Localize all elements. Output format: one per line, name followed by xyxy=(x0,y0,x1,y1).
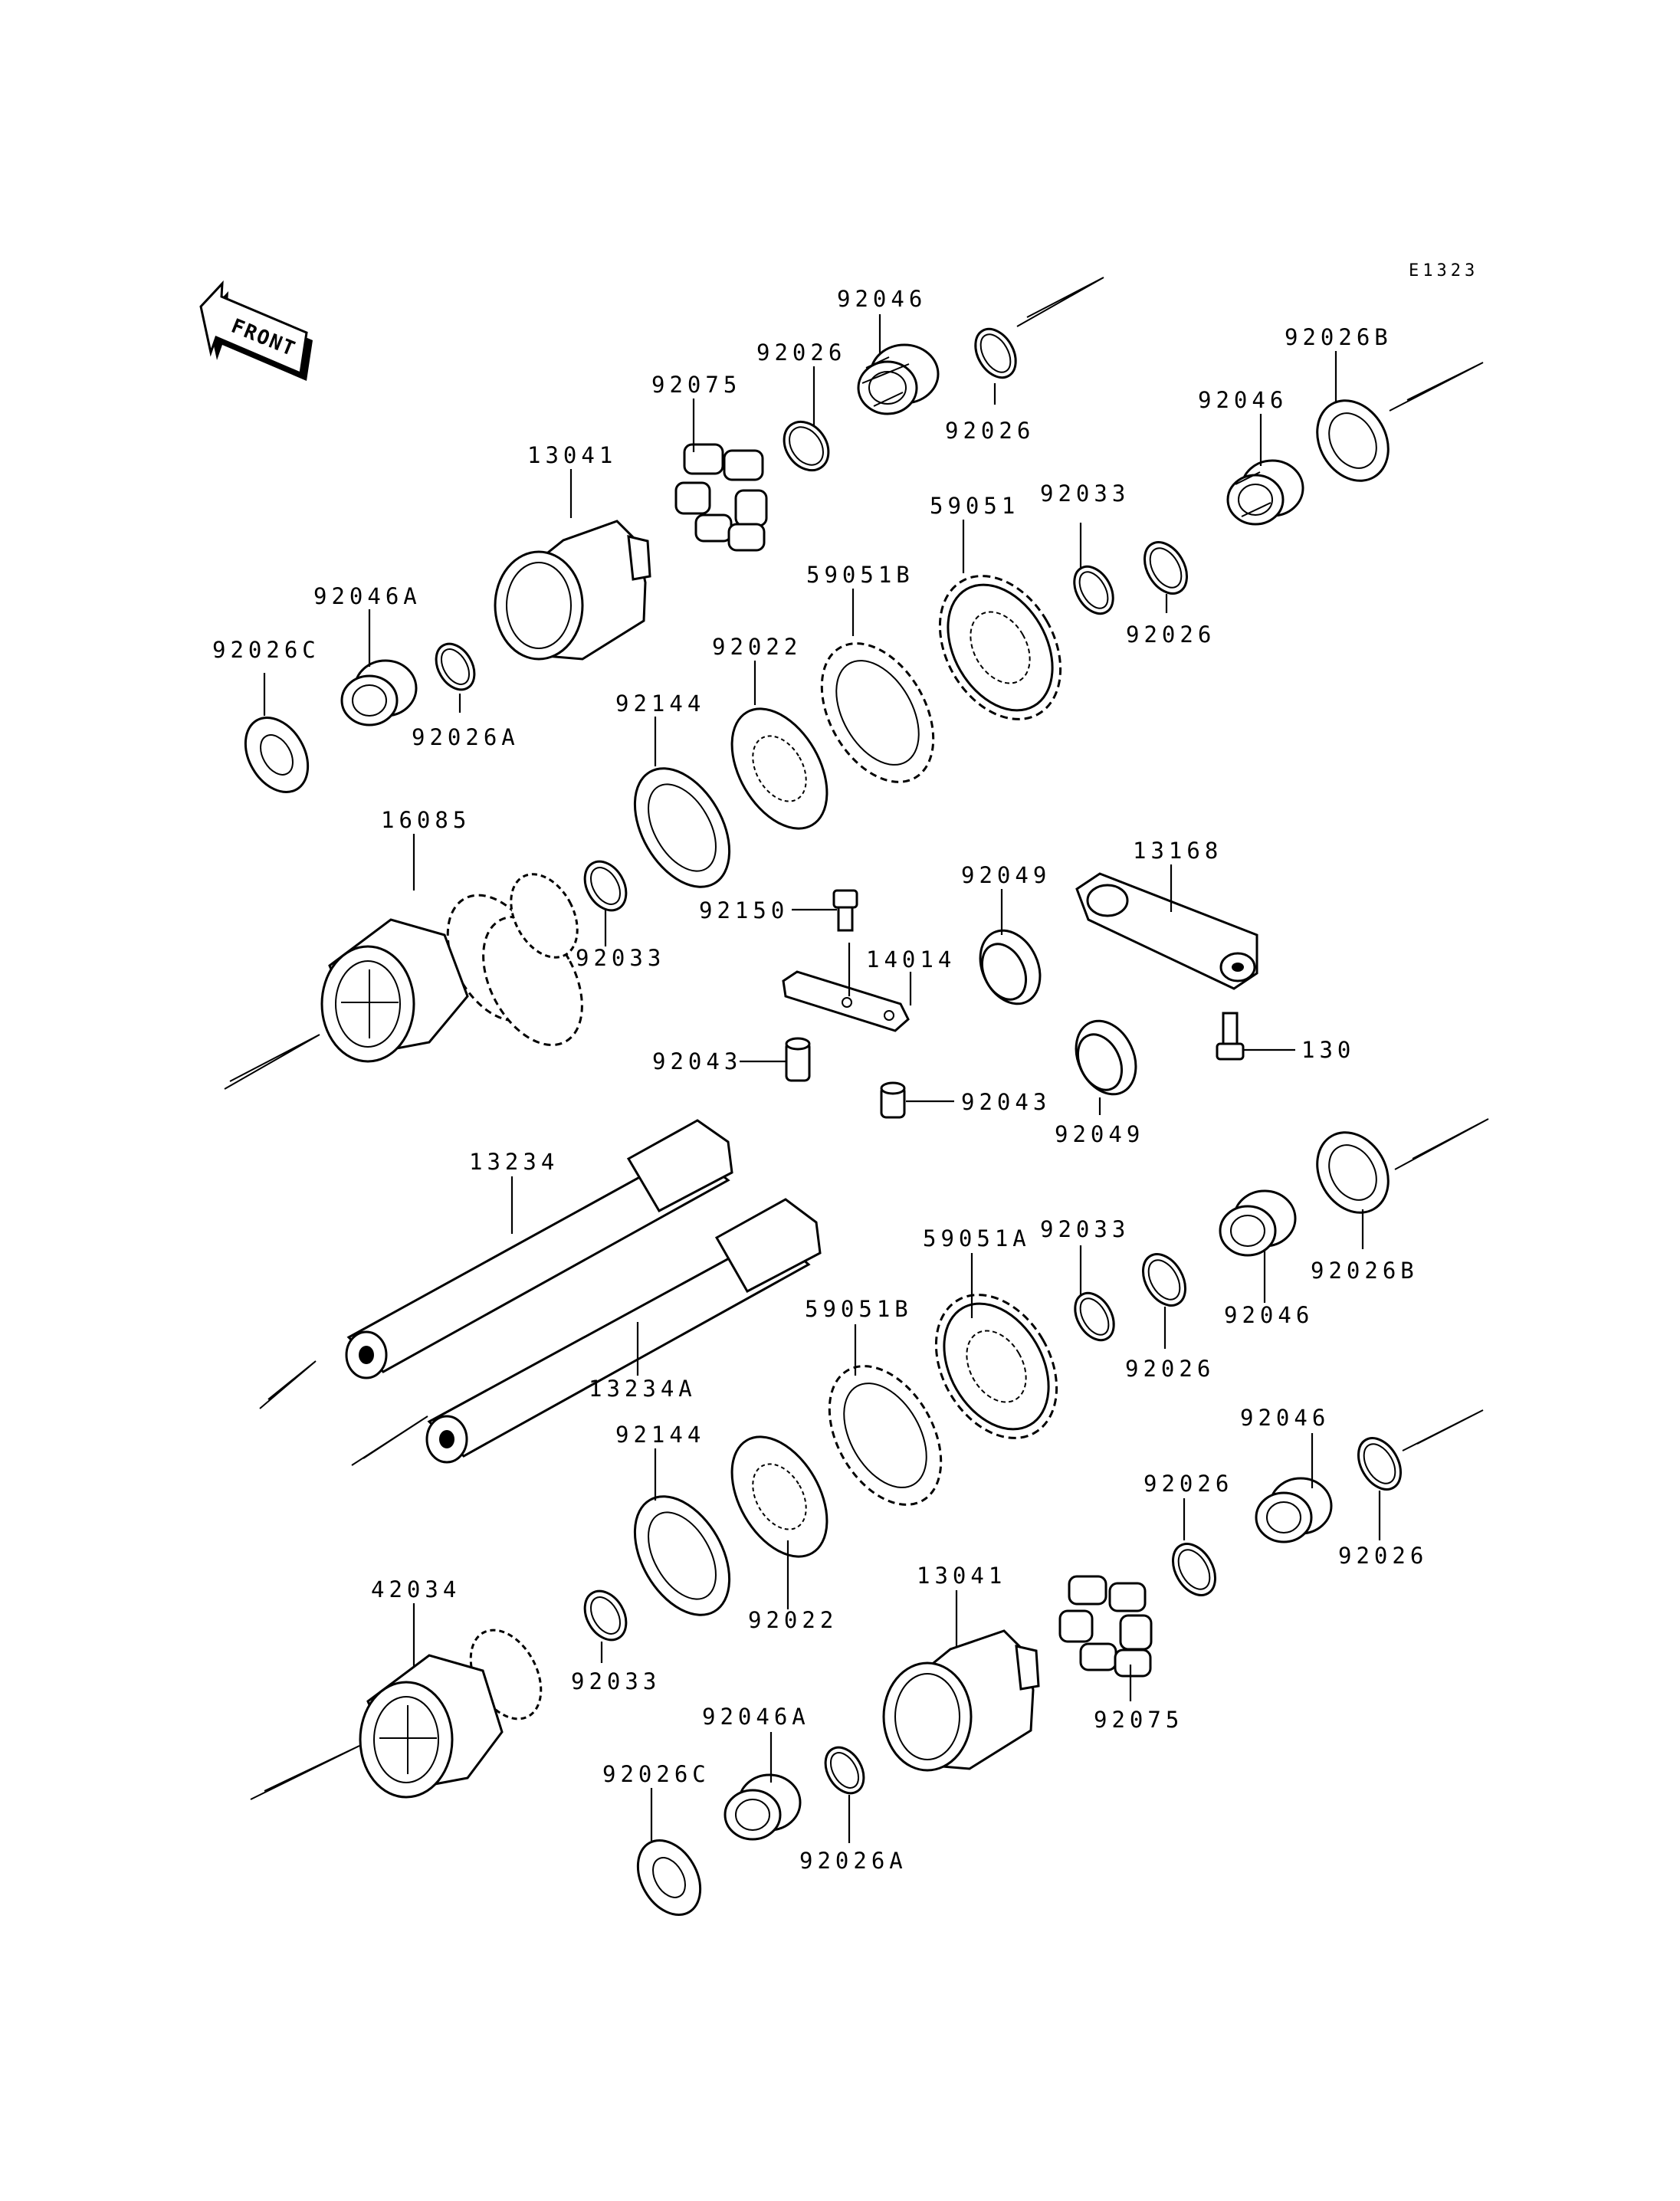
callout-label: 13041 xyxy=(917,1563,1006,1589)
callout-label: 92046 xyxy=(1240,1405,1330,1431)
ring-92026A-lower xyxy=(824,1746,865,1795)
ring-92033-left xyxy=(583,860,628,912)
callout-label: 92033 xyxy=(1040,481,1130,507)
callout-label: 92022 xyxy=(748,1607,838,1633)
callout-label: 92033 xyxy=(1040,1216,1130,1242)
gear-59051A xyxy=(934,1294,1058,1439)
stopper-plate-14014 xyxy=(782,970,910,1032)
needle-bearing-92046A-lower xyxy=(724,1773,802,1841)
washer-92026C-upper xyxy=(244,717,310,793)
callout-label: 92033 xyxy=(576,945,665,971)
callout-label: 92046A xyxy=(313,583,422,609)
bolt-92150 xyxy=(832,889,858,932)
shift-rod-13168 xyxy=(1075,872,1258,990)
callout-label: 59051B xyxy=(806,562,914,588)
callout-label: 92026C xyxy=(212,637,320,663)
washer-92144-upper xyxy=(633,767,731,888)
callout-label: 92144 xyxy=(615,1422,705,1448)
needle-bearing-92046-mid xyxy=(1219,1189,1297,1257)
callout-label: 92026 xyxy=(1338,1543,1428,1569)
gear-cluster-16085 xyxy=(320,873,583,1063)
callout-label: 92026A xyxy=(412,724,520,750)
washer-92026C-lower xyxy=(636,1839,702,1916)
callout-label: 92046 xyxy=(1198,387,1288,413)
callout-label: 92043 xyxy=(652,1048,742,1074)
ring-92026-top-right xyxy=(974,327,1017,379)
needle-bearing-92046-top xyxy=(857,343,940,415)
ring-92033-lower xyxy=(583,1589,628,1642)
callout-label: 92026 xyxy=(756,339,846,366)
callout-label: 13234A xyxy=(589,1376,697,1402)
oil-seal-92049-lower xyxy=(1075,1019,1137,1096)
needle-bearing-92046-lower xyxy=(1255,1477,1333,1543)
gear-59051B-lower xyxy=(828,1365,943,1506)
washer-92144-lower xyxy=(633,1495,731,1616)
reference-code: E1323 xyxy=(1409,261,1478,280)
callout-label: 14014 xyxy=(866,946,956,973)
callout-label: 59051A xyxy=(923,1225,1031,1251)
callout-label: 92033 xyxy=(571,1668,661,1694)
ring-92026-top-left xyxy=(783,420,830,472)
callout-label: 13041 xyxy=(527,442,617,468)
callout-label: 92043 xyxy=(961,1089,1051,1115)
callout-label: 92075 xyxy=(651,372,741,398)
ring-92033-mid xyxy=(1074,1291,1115,1342)
washer-92026B-top xyxy=(1316,399,1390,482)
front-arrow-icon: FRONT xyxy=(199,280,313,381)
damper-rubber-92075-top xyxy=(674,443,768,552)
ring-92026-right xyxy=(1144,541,1188,595)
callout-label: 92026 xyxy=(945,418,1035,444)
callout-label: 92046A xyxy=(702,1704,810,1730)
callout-label: 92026 xyxy=(1126,622,1216,648)
dowel-pin-92043-right xyxy=(880,1081,906,1119)
ring-92026A-upper xyxy=(435,642,476,691)
shaft-13234 xyxy=(345,1119,733,1379)
callout-label: 92046 xyxy=(837,286,927,312)
shaft-13234A xyxy=(425,1198,822,1464)
callout-label: 92026B xyxy=(1311,1258,1419,1284)
callout-label: 13168 xyxy=(1133,838,1222,864)
callout-label: 92022 xyxy=(712,634,802,660)
gear-cluster-42034 xyxy=(359,1629,543,1799)
ring-92026-mid xyxy=(1142,1253,1186,1307)
callout-label: 92049 xyxy=(961,862,1051,888)
callout-label: 92026C xyxy=(602,1761,710,1787)
callout-label: 92150 xyxy=(699,897,789,923)
ring-92026-lower xyxy=(1172,1543,1216,1596)
gear-59051-upper xyxy=(938,575,1062,720)
ring-92033-upper xyxy=(1073,565,1114,615)
dowel-pin-92043-left xyxy=(785,1037,811,1082)
callout-label: 42034 xyxy=(371,1576,461,1602)
callout-label: 59051B xyxy=(805,1296,913,1322)
needle-bearing-92046A-upper xyxy=(340,659,418,727)
leader-lines xyxy=(263,314,1381,1843)
callout-label: 92026B xyxy=(1285,324,1393,350)
callout-label: 59051 xyxy=(930,493,1019,519)
callout-label: 130 xyxy=(1301,1037,1355,1063)
hub-13041-lower xyxy=(882,1629,1040,1772)
callout-label: 16085 xyxy=(381,807,471,833)
damper-rubber-92075-lower xyxy=(1058,1575,1153,1678)
hub-13041-top xyxy=(494,520,651,661)
callout-label: 92026 xyxy=(1125,1356,1215,1382)
callout-label: 92046 xyxy=(1224,1302,1314,1328)
callout-label: 92144 xyxy=(615,690,705,717)
needle-bearing-92046-right xyxy=(1226,459,1304,526)
callout-label: 92049 xyxy=(1055,1121,1144,1147)
ring-92026-lower-right xyxy=(1357,1437,1402,1491)
washer-92026B-lower xyxy=(1316,1131,1390,1214)
callout-label: 13234 xyxy=(469,1149,559,1175)
callout-label: 92075 xyxy=(1094,1707,1183,1733)
callout-labels: 92046 92026 92075 92026 13041 92026B 920… xyxy=(212,286,1428,1874)
oil-seal-92049-upper xyxy=(979,929,1042,1005)
callout-label: 92026A xyxy=(799,1848,907,1874)
plate-92022-upper xyxy=(730,707,829,830)
bolt-130 xyxy=(1216,1012,1245,1061)
plate-92022-lower xyxy=(730,1435,829,1558)
gear-59051B-upper xyxy=(820,642,935,783)
callout-label: 92026 xyxy=(1144,1471,1233,1497)
